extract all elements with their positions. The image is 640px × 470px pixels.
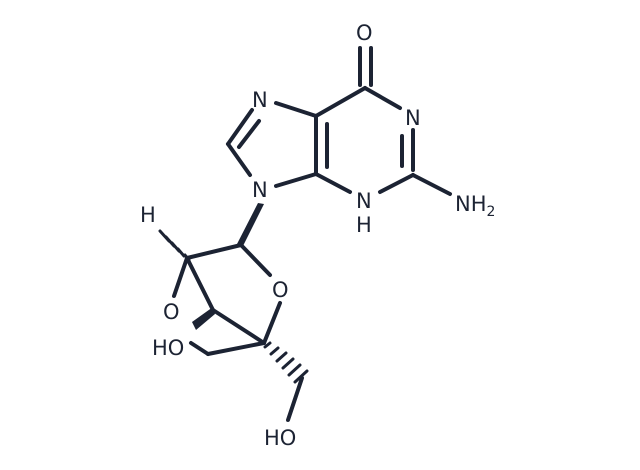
bond-c2-nh2: [411, 173, 452, 196]
bond-oring-c4prime: [262, 301, 282, 345]
bond-c5prime-ho: [189, 341, 210, 356]
bond-c2prime-h-hashed: [158, 229, 191, 262]
bond-layer: [158, 46, 452, 422]
atom-o6: O: [356, 21, 373, 45]
bond-c3prime-c4prime: [211, 308, 266, 345]
atom-ho-bottom: HO: [264, 426, 296, 450]
atom-n3: N: [356, 189, 372, 213]
bond-c2prime-c3prime: [185, 256, 215, 312]
atom-n7: N: [252, 88, 268, 112]
bond-n3-c4: [314, 172, 352, 194]
atom-nh2-main: NH: [455, 192, 487, 216]
bond-c5prime-c4prime: [206, 341, 266, 356]
atom-o-ring: O: [272, 278, 289, 302]
atom-nh2-subscript: 2: [487, 204, 496, 220]
atom-o-bridge: O: [163, 300, 180, 324]
bond-c4prime-ch2-hashed: [263, 341, 309, 384]
atom-label-layer: O N N N N H NH2 H O O HO HO: [140, 21, 495, 450]
bond-c6-n1: [363, 86, 402, 110]
atom-n1: N: [405, 106, 421, 130]
bond-c2prime-obridge: [172, 256, 189, 298]
bond-n7-c8-a: [226, 108, 254, 146]
atom-h-stereo: H: [140, 203, 156, 227]
bond-c2-n3: [378, 173, 415, 194]
atom-n9: N: [252, 178, 268, 202]
bond-n7-c8-b: [237, 119, 261, 149]
bond-c1prime-oring: [239, 243, 272, 277]
atom-ho-left: HO: [152, 336, 184, 360]
atom-n3-hydrogen: H: [356, 213, 372, 237]
bond-c8-n9: [226, 142, 252, 177]
bond-ch2-ho-bottom: [286, 376, 304, 422]
bond-c1prime-c2prime: [185, 243, 243, 260]
bond-obridge-c3prime-wedge: [192, 307, 215, 330]
bond-n9-c1prime-wedge: [237, 203, 264, 246]
bond-c5-n7: [274, 101, 318, 118]
bond-n9-c4: [274, 172, 318, 188]
bond-c5-c6: [314, 86, 367, 118]
atom-nh2: NH2: [455, 192, 495, 220]
